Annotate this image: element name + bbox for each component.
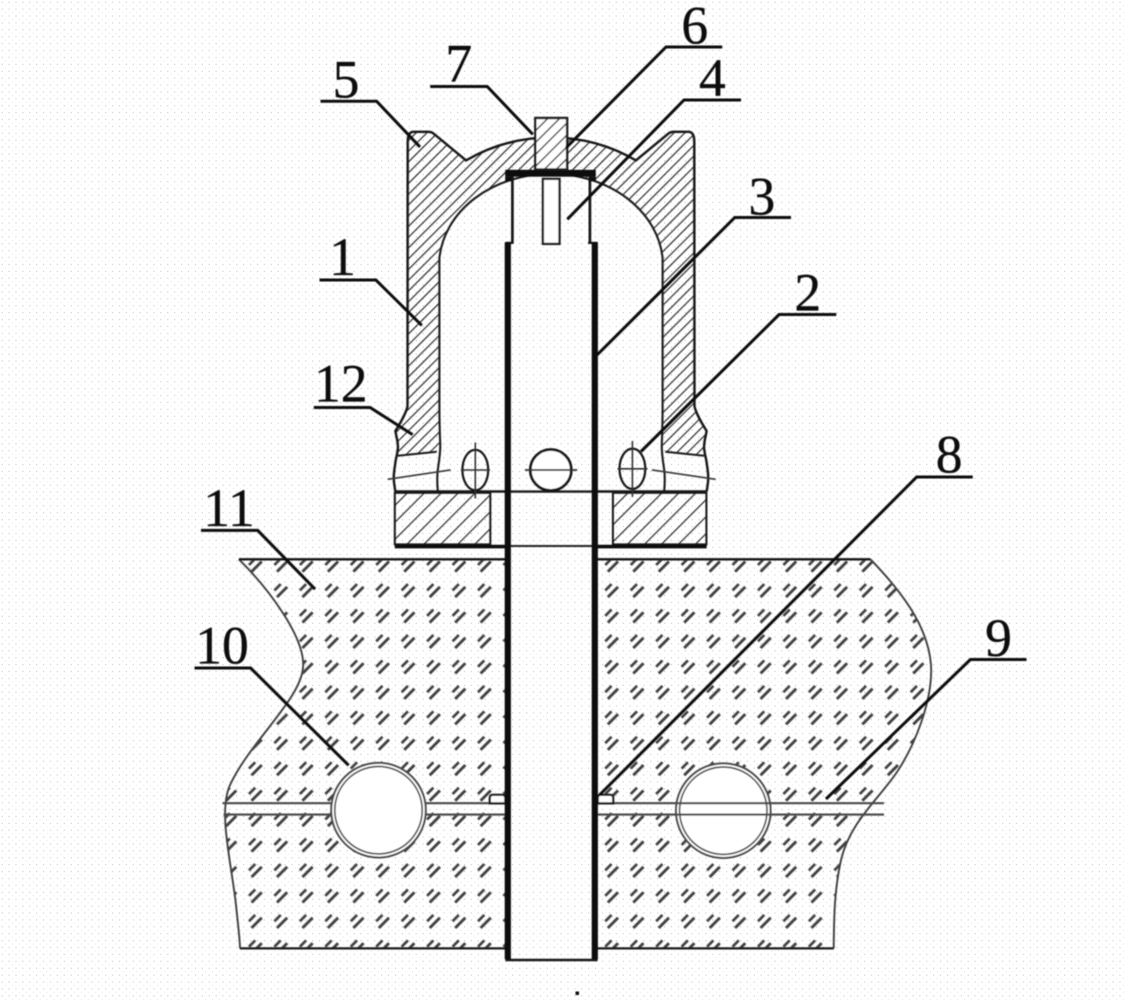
svg-text:5: 5: [333, 49, 360, 109]
svg-text:6: 6: [681, 0, 708, 56]
svg-text:7: 7: [445, 34, 472, 94]
svg-text:4: 4: [699, 48, 726, 108]
svg-text:8: 8: [936, 425, 963, 485]
svg-text:2: 2: [794, 263, 821, 323]
svg-text:9: 9: [985, 608, 1012, 668]
svg-text:3: 3: [749, 167, 776, 227]
svg-text:12: 12: [314, 353, 368, 413]
svg-text:11: 11: [203, 478, 255, 538]
svg-text:1: 1: [329, 227, 356, 287]
svg-text:10: 10: [195, 615, 249, 675]
